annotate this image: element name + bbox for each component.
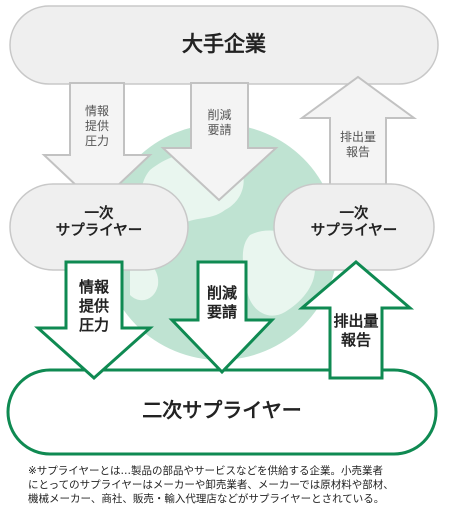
emission-report-arrow-green (297, 260, 415, 380)
info-pressure-label-light: 情報 提供 圧力 (84, 104, 109, 148)
emission-report-label-light: 排出量 報告 (339, 130, 376, 159)
reduction-request-arrow-green (168, 260, 276, 375)
emission-report-arrow-light (298, 75, 418, 196)
info-pressure-arrow-green (34, 260, 154, 381)
supplier-definition-footnote: ※サプライヤーとは…製品の部品やサービスなどを供給する企業。小売業者 にとっての… (28, 465, 394, 505)
first-tier-supplier-label-left: 一次 サプライヤー (55, 206, 143, 240)
emission-report-label-green: 排出量 報告 (333, 312, 379, 349)
reduction-request-arrow-light (160, 82, 279, 202)
first-tier-supplier-label-right: 一次 サプライヤー (310, 206, 398, 240)
reduction-request-label-light: 削減 要請 (207, 108, 232, 137)
reduction-request-label-green: 削減 要請 (206, 284, 237, 321)
globe-icon (102, 124, 338, 360)
top-company-label: 大手企業 (182, 32, 266, 56)
info-pressure-arrow-light (41, 82, 153, 207)
second-tier-supplier-label: 二次サプライヤー (142, 398, 302, 422)
info-pressure-label-green: 情報 提供 圧力 (78, 278, 109, 334)
